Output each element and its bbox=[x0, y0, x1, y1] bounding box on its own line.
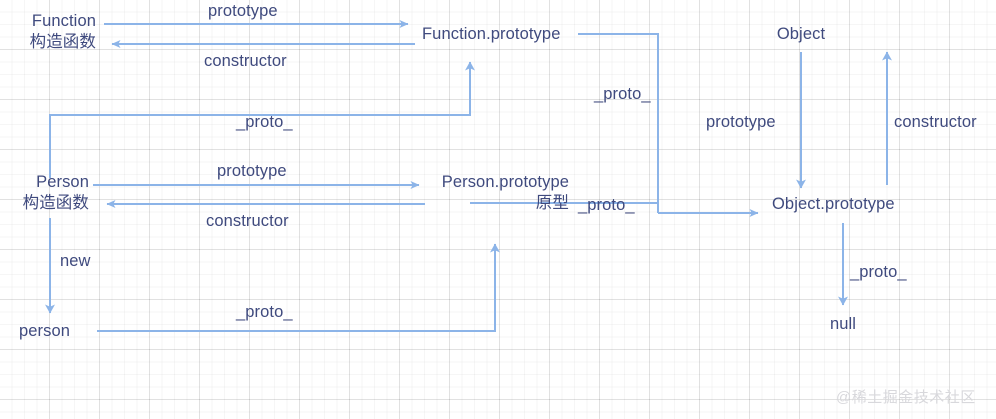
node-function[interactable]: Function 构造函数 bbox=[4, 11, 96, 53]
edge-label-person-prototype: prototype bbox=[217, 162, 287, 180]
edge-label-person-instance-proto: _proto_ bbox=[236, 303, 293, 321]
node-person-prototype[interactable]: Person.prototype 原型 bbox=[409, 172, 569, 214]
node-person-sublabel: 构造函数 bbox=[22, 194, 89, 212]
node-function-label: Function bbox=[31, 12, 96, 30]
node-function-prototype[interactable]: Function.prototype bbox=[422, 24, 560, 45]
node-object-prototype[interactable]: Object.prototype bbox=[772, 194, 895, 215]
node-null[interactable]: null bbox=[810, 314, 876, 335]
edge-label-person-new: new bbox=[60, 252, 91, 270]
node-person-instance[interactable]: person bbox=[19, 321, 70, 342]
edge-label-function-prototype: prototype bbox=[208, 2, 278, 20]
node-function-prototype-label: Function.prototype bbox=[422, 25, 561, 43]
node-person-prototype-sublabel: 原型 bbox=[535, 194, 569, 212]
node-person-label: Person bbox=[36, 173, 89, 191]
edge-label-person-constructor: constructor bbox=[206, 212, 289, 230]
node-object[interactable]: Object bbox=[761, 24, 841, 45]
node-null-label: null bbox=[829, 315, 857, 333]
edge-label-objproto-proto: _proto_ bbox=[850, 263, 907, 281]
edge-label-object-prototype: prototype bbox=[706, 113, 776, 131]
edge-funcproto-proto bbox=[578, 33, 659, 213]
node-object-label: Object bbox=[776, 25, 826, 43]
node-person-instance-label: person bbox=[19, 322, 71, 340]
node-function-sublabel: 构造函数 bbox=[29, 33, 96, 51]
edge-label-object-constructor: constructor bbox=[894, 113, 977, 131]
edge-label-personproto-proto: _proto_ bbox=[578, 196, 635, 214]
edge-label-funcproto-proto: _proto_ bbox=[594, 85, 651, 103]
node-object-prototype-label: Object.prototype bbox=[772, 195, 895, 213]
edge-label-function-proto: _proto_ bbox=[236, 113, 293, 131]
node-person[interactable]: Person 构造函数 bbox=[0, 172, 89, 214]
edge-label-function-constructor: constructor bbox=[204, 52, 287, 70]
node-person-prototype-label: Person.prototype bbox=[441, 173, 569, 191]
edge-person-instance-proto bbox=[97, 243, 500, 332]
watermark: @稀土掘金技术社区 bbox=[836, 389, 976, 406]
